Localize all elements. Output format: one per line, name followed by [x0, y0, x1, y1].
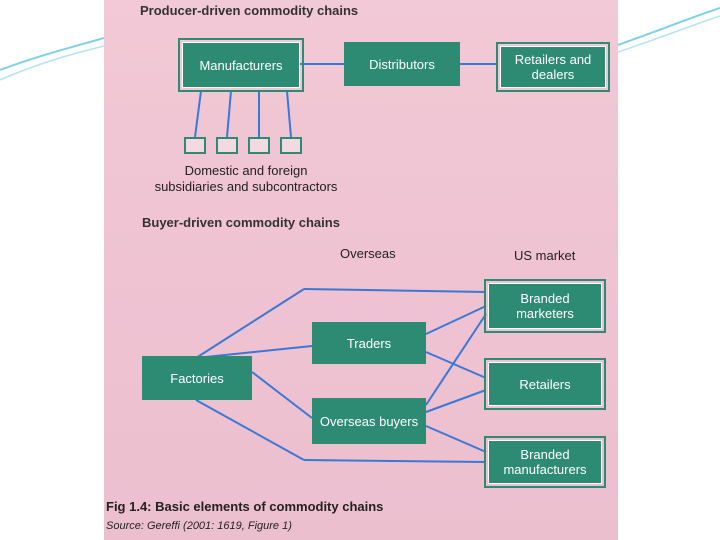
retailers-dealers-box: Retailers and dealers [496, 42, 610, 92]
factories-box: Factories [142, 356, 252, 400]
manufacturers-box: Manufacturers [178, 38, 304, 92]
link-buyers-marketers [425, 313, 487, 406]
buyer-heading: Buyer-driven commodity chains [142, 215, 340, 230]
link-factories-top [195, 288, 305, 359]
link-sub-1 [194, 90, 202, 138]
swoosh-left-2 [0, 45, 105, 81]
link-buyers-manufacturers [425, 425, 487, 453]
traders-box: Traders [312, 322, 426, 364]
link-traders-marketers [425, 305, 487, 335]
figure-caption: Fig 1.4: Basic elements of commodity cha… [106, 499, 384, 514]
link-factories-buyers [251, 371, 313, 419]
link-bottom-manufacturers [303, 459, 487, 463]
swoosh-left [0, 37, 105, 71]
us-market-label: US market [514, 248, 576, 263]
swoosh-right-2 [617, 15, 720, 53]
link-traders-retailers [425, 351, 487, 379]
link-buyers-retailers [425, 389, 487, 413]
link-sub-4 [286, 90, 292, 138]
link-top-marketers [303, 288, 487, 293]
subsidiary-box-1 [184, 137, 206, 154]
link-factories-bottom [195, 399, 305, 461]
swoosh-right [617, 7, 720, 46]
figure-source: Source: Gereffi (2001: 1619, Figure 1) [106, 520, 292, 532]
link-sub-2 [226, 90, 232, 138]
diagram-photo: Producer-driven commodity chains Manufac… [104, 0, 618, 540]
overseas-buyers-box: Overseas buyers [312, 398, 426, 444]
branded-marketers-box: Branded marketers [484, 279, 606, 333]
connector-lines [194, 63, 498, 463]
retailers-box: Retailers [484, 358, 606, 410]
distributors-box: Distributors [344, 42, 460, 86]
subsidiary-box-2 [216, 137, 238, 154]
branded-manufacturers-box: Branded manufacturers [484, 436, 606, 488]
subsidiary-box-4 [280, 137, 302, 154]
subsidiaries-label: Domestic and foreign subsidiaries and su… [154, 163, 338, 194]
producer-heading: Producer-driven commodity chains [140, 3, 359, 18]
subsidiary-box-3 [248, 137, 270, 154]
overseas-label: Overseas [340, 246, 396, 261]
